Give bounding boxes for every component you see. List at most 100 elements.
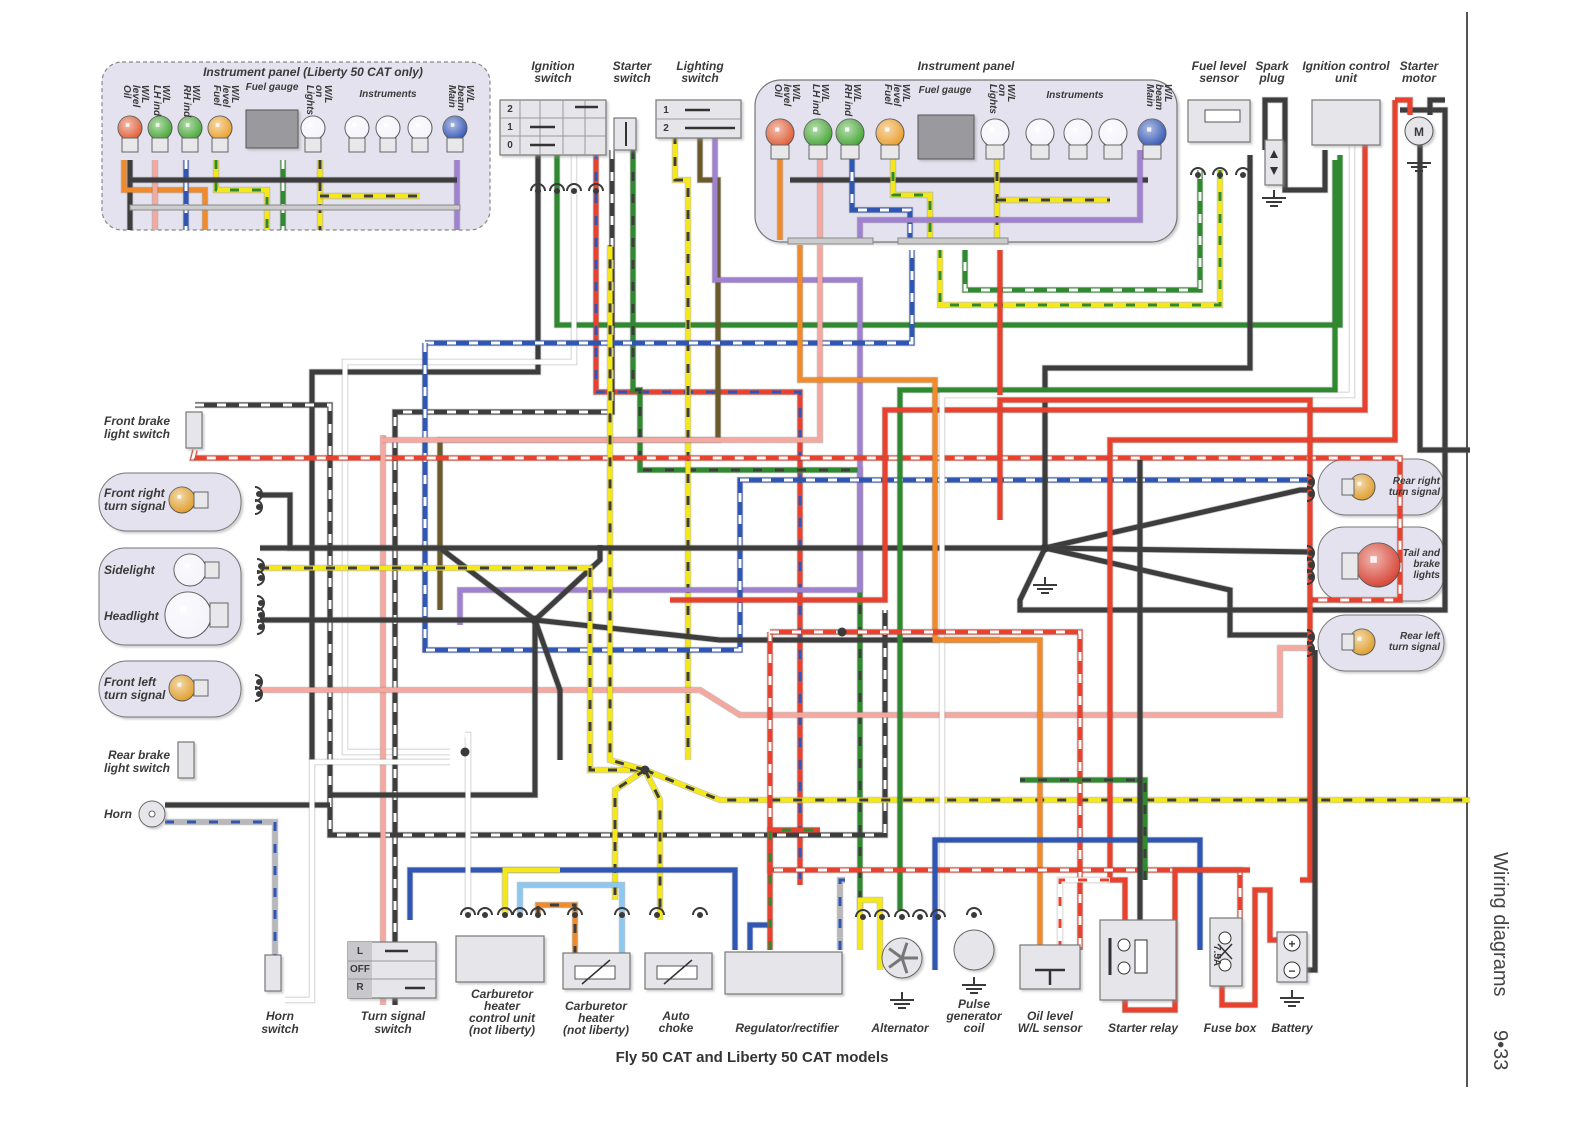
starter-switch-label: Starter	[613, 59, 653, 73]
junction-dot	[1040, 543, 1050, 553]
relay-contact	[1117, 961, 1131, 975]
wire-outline	[425, 250, 916, 347]
variable-arrow	[663, 959, 693, 985]
lamp-socket	[209, 602, 229, 628]
connector-pin	[1308, 550, 1314, 556]
lamp-highlight	[836, 119, 864, 147]
lamp-highlight	[345, 116, 369, 140]
wire	[437, 135, 721, 610]
lamp-glint	[990, 127, 995, 132]
lamp-socket	[193, 491, 209, 509]
lamp-glint	[185, 123, 190, 127]
wire	[425, 250, 915, 346]
connector-symbol	[1235, 167, 1251, 176]
wire	[747, 922, 770, 950]
connector-symbol	[649, 907, 665, 916]
lamp-socket	[304, 137, 322, 153]
liberty-fuel-gauge-label: Fuel gauge	[246, 82, 299, 93]
lamp-glint	[1073, 127, 1078, 132]
horn-label: Horn	[104, 807, 132, 821]
pulse-coil-label: coil	[964, 1021, 985, 1035]
pulse-coil-icon	[953, 929, 995, 971]
wire	[1044, 545, 1311, 555]
wire	[330, 620, 538, 798]
lamp-highlight	[1099, 119, 1127, 147]
carb-heater-control-unit	[455, 935, 545, 983]
wire-tracer	[768, 828, 820, 950]
lamp-highlight	[876, 119, 904, 147]
turn-signal-position-label: L	[357, 946, 363, 957]
ignition-switch-label: switch	[534, 71, 571, 85]
instrument-lamp-label: on	[996, 84, 1007, 96]
ignition-control-unit	[1311, 99, 1381, 146]
lamp-glint	[184, 563, 190, 569]
instruments-label: Instruments	[1046, 90, 1104, 101]
lamp-highlight	[148, 116, 172, 140]
spark-gap-icon	[1270, 150, 1278, 175]
connector-pin	[971, 912, 977, 918]
wire-tracer	[850, 150, 912, 240]
panel-connector-bar	[787, 237, 874, 245]
fuse-terminal	[1218, 958, 1232, 972]
alternator-coil	[900, 957, 909, 974]
rear-right-turn-label: turn signal	[1389, 487, 1440, 498]
connector-symbol	[874, 909, 890, 918]
connector-pin	[256, 504, 262, 510]
wire-outline	[260, 644, 1310, 719]
spark-plug-label: plug	[1258, 71, 1285, 85]
instrument-lamp-label: Fuel	[882, 84, 893, 105]
wire	[1107, 100, 1398, 950]
components	[117, 99, 1434, 1009]
lamp-highlight	[408, 116, 432, 140]
lamp-glint	[383, 123, 388, 127]
connector-pin	[1308, 574, 1314, 580]
wires	[120, 96, 1470, 1014]
tail-brake-label: brake	[1413, 559, 1440, 570]
wire	[465, 732, 471, 915]
alternator-coil	[900, 942, 909, 959]
connector-pin	[1195, 172, 1201, 178]
lamp-highlight	[301, 116, 325, 140]
ignition-switch-label: Ignition	[531, 59, 574, 73]
junction-dot	[530, 615, 540, 625]
minus-icon: −	[1288, 964, 1295, 978]
lighting-switch-label: switch	[681, 71, 718, 85]
lamp-glint	[352, 123, 357, 127]
lamp-socket	[1341, 552, 1359, 580]
instrument-lamp-label: level	[891, 84, 902, 106]
lamp-glint	[885, 127, 890, 132]
fuel-level-sensor-label: Fuel level	[1192, 59, 1247, 73]
battery-minus-terminal	[1283, 961, 1301, 979]
liberty-lamp-label: W/L	[139, 85, 150, 103]
wire-outline	[260, 564, 645, 774]
lamp-highlight	[981, 119, 1009, 147]
fuel-gauge	[917, 114, 975, 160]
lamp-socket	[379, 137, 397, 153]
wire-tracer	[891, 150, 932, 240]
lamp-socket	[211, 137, 229, 153]
instrument-lamp-label: Lights	[987, 84, 998, 114]
wire	[1417, 140, 1470, 453]
wire	[1427, 97, 1445, 115]
fuse-terminal	[1218, 931, 1232, 945]
rear-brake-switch-label: light switch	[104, 761, 170, 775]
front-brake-switch-label: Front brake	[104, 414, 170, 428]
wire	[407, 867, 738, 950]
wire	[260, 645, 1310, 718]
instrument-lamp-label: level	[781, 84, 792, 106]
wire-outline	[770, 628, 1084, 950]
instrument-lamp-label: W/L	[819, 84, 830, 102]
instrument-lamp-label: W/L	[851, 84, 862, 102]
spark-plug	[1264, 139, 1284, 186]
rear-left-turn-label: turn signal	[1389, 642, 1440, 653]
rear-left-turn-panel	[1317, 614, 1445, 672]
fuse-link-icon	[1217, 943, 1233, 960]
liberty-lamp-label: level	[220, 85, 231, 107]
plus-icon: +	[1288, 937, 1295, 951]
spark-plug-label: Spark	[1255, 59, 1290, 73]
connector-pin	[535, 912, 541, 918]
connector-pin	[1308, 479, 1314, 485]
wire	[672, 135, 691, 760]
alternator-coil	[888, 947, 903, 960]
